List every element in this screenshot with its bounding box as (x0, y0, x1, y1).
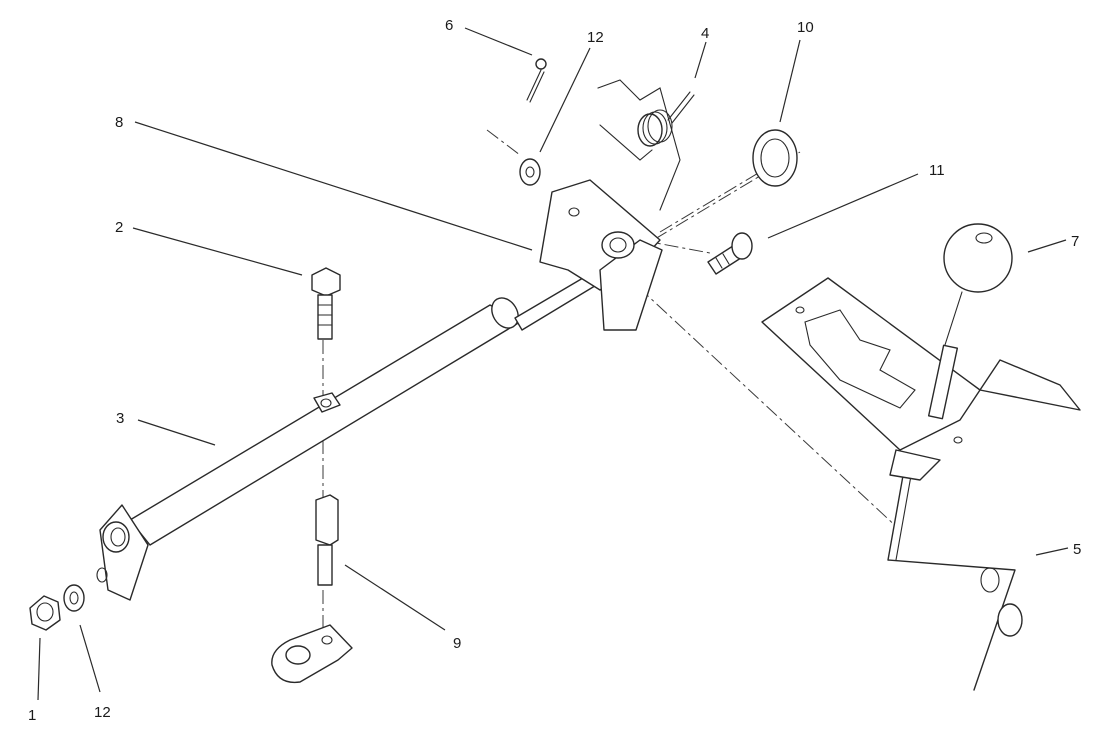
callout-labels: 1 12 2 3 8 6 12 4 10 11 7 5 9 (28, 17, 1081, 724)
callout-7: 7 (1071, 233, 1079, 250)
washer-lower (63, 584, 85, 612)
callout-6: 6 (445, 17, 453, 34)
callout-10: 10 (797, 19, 814, 36)
callout-8: 8 (115, 114, 123, 131)
washer-upper (519, 158, 541, 186)
callout-11: 11 (929, 162, 945, 179)
nut (29, 595, 61, 631)
shift-knob (927, 223, 1013, 420)
callout-12-lower: 12 (94, 704, 111, 721)
callout-1: 1 (28, 707, 36, 724)
torsion-spring (597, 79, 695, 211)
standoff-and-clevis (271, 494, 353, 684)
callout-3: 3 (116, 410, 124, 427)
callout-9: 9 (453, 635, 461, 652)
assembly-centerlines (139, 129, 901, 650)
pivot-bracket (539, 179, 663, 331)
carriage-bolt (707, 232, 753, 275)
cotter-pin (526, 58, 547, 103)
bolt (311, 267, 341, 340)
callout-2: 2 (115, 219, 123, 236)
shift-plate (761, 277, 1081, 451)
shift-lever (887, 449, 1023, 691)
callout-12-upper: 12 (587, 29, 604, 46)
leader-lines (37, 27, 1069, 701)
flat-washer-large (752, 129, 798, 187)
shift-rod (96, 267, 609, 601)
callout-4: 4 (701, 25, 709, 42)
callout-5: 5 (1073, 541, 1081, 558)
